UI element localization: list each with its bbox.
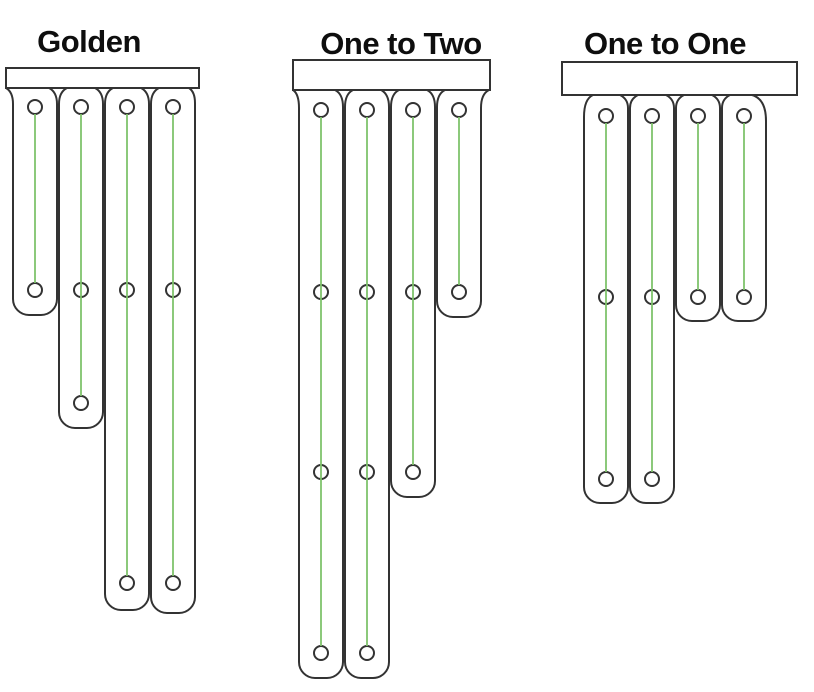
hole (598, 471, 614, 487)
hole (73, 395, 89, 411)
hole (313, 102, 329, 118)
chime-strip (104, 87, 150, 611)
hanger-bar (561, 61, 798, 96)
hole (644, 471, 660, 487)
chime-strip (629, 94, 675, 504)
hole (644, 108, 660, 124)
chime-strip (5, 87, 58, 316)
hole (736, 108, 752, 124)
hole (27, 282, 43, 298)
group-title-one-to-two: One to Two (320, 26, 482, 61)
chime-strip (436, 89, 490, 318)
hole (690, 108, 706, 124)
hole (165, 575, 181, 591)
chime-strip (150, 87, 196, 614)
chime-strip (583, 94, 629, 504)
chime-strip (675, 94, 721, 322)
chime-strip (344, 89, 390, 679)
hanger-bar (5, 67, 200, 89)
hole (405, 464, 421, 480)
hole (27, 99, 43, 115)
hole (451, 284, 467, 300)
hole (165, 99, 181, 115)
chime-strip (292, 89, 344, 679)
chime-strip (390, 89, 436, 498)
group-title-one-to-one: One to One (583, 26, 747, 61)
hole (405, 102, 421, 118)
hole (359, 102, 375, 118)
hole (313, 645, 329, 661)
hole (119, 99, 135, 115)
hole (690, 289, 706, 305)
chime-strip (58, 87, 104, 429)
group-title-golden: Golden (37, 24, 141, 59)
hole (736, 289, 752, 305)
hole (598, 108, 614, 124)
chime-strip (721, 94, 767, 322)
hole (451, 102, 467, 118)
hole (119, 575, 135, 591)
hanger-bar (292, 59, 491, 91)
hole (359, 645, 375, 661)
hole (73, 99, 89, 115)
